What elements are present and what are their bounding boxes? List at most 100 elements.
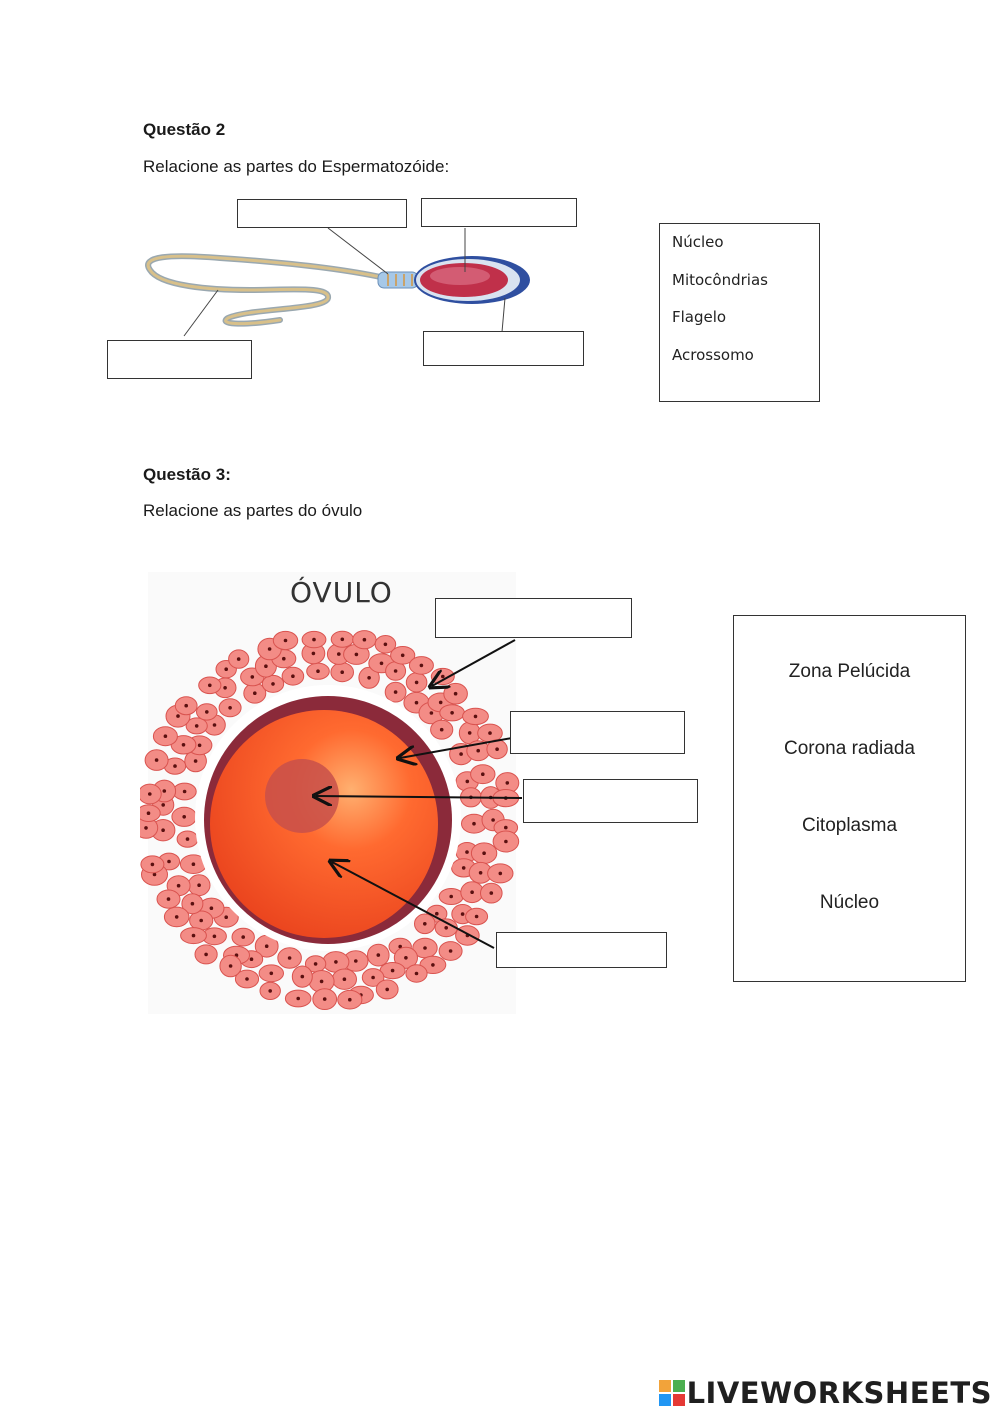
- corona-cell-nucleus: [478, 871, 483, 875]
- corona-cell-nucleus: [383, 642, 388, 647]
- corona-cell-nucleus: [473, 714, 478, 719]
- corona-cell-nucleus: [193, 759, 198, 763]
- corona-cell-nucleus: [184, 703, 188, 708]
- corona-cell-nucleus: [322, 997, 327, 1001]
- answer-box-zona[interactable]: [510, 711, 685, 754]
- corona-cell-nucleus: [460, 912, 465, 916]
- corona-cell-nucleus: [194, 724, 199, 728]
- ovum-illustration: [140, 630, 520, 1011]
- corona-cell-nucleus: [228, 706, 232, 710]
- corona-cell-nucleus: [190, 901, 195, 906]
- answer-box-flagellum[interactable]: [107, 340, 252, 379]
- q2-options-list: Núcleo Mitocôndrias Flagelo Acrossomo: [659, 223, 820, 402]
- corona-cell-nucleus: [435, 911, 439, 916]
- corona-cell-nucleus: [224, 915, 228, 919]
- corona-cell-nucleus: [287, 956, 292, 960]
- corona-cell-nucleus: [212, 723, 217, 727]
- corona-cell-nucleus: [191, 862, 196, 866]
- corona-cell-nucleus: [470, 890, 474, 894]
- corona-cell-nucleus: [385, 987, 389, 992]
- sperm-illustration: [145, 227, 530, 337]
- corona-cell-nucleus: [438, 700, 443, 705]
- corona-cell-nucleus: [448, 949, 453, 953]
- corona-cell-nucleus: [474, 914, 479, 919]
- corona-cell-nucleus: [404, 956, 408, 960]
- corona-cell-nucleus: [161, 803, 165, 807]
- corona-cell-nucleus: [505, 781, 510, 785]
- corona-cell-nucleus: [197, 743, 202, 748]
- corona-cell-nucleus: [362, 637, 367, 642]
- corona-cell-nucleus: [495, 747, 499, 751]
- corona-cell-nucleus: [489, 891, 494, 895]
- corona-cell-nucleus: [163, 734, 168, 738]
- corona-cell-nucleus: [223, 686, 227, 690]
- corona-cell-nucleus: [423, 922, 427, 926]
- corona-cell-nucleus: [376, 953, 381, 957]
- corona-cell-nucleus: [414, 700, 419, 705]
- corona-cell-nucleus: [472, 821, 476, 826]
- q2-option: Acrossomo: [672, 346, 754, 364]
- corona-cell-nucleus: [371, 975, 375, 980]
- corona-cell-nucleus: [453, 691, 458, 696]
- corona-cell-nucleus: [249, 957, 254, 961]
- answer-box-acrosome[interactable]: [423, 331, 584, 366]
- corona-cell-nucleus: [208, 683, 212, 688]
- answer-box-nucleus[interactable]: [421, 198, 577, 227]
- question-3-title: Questão 3:: [143, 465, 231, 484]
- corona-radiata-cells: [140, 630, 520, 1011]
- corona-cell-nucleus: [212, 934, 217, 939]
- corona-cell-nucleus: [161, 828, 165, 832]
- corona-cell-nucleus: [146, 811, 151, 815]
- corona-cell-nucleus: [504, 825, 508, 830]
- corona-cell-nucleus: [245, 977, 249, 981]
- corona-cell-nucleus: [167, 859, 171, 864]
- corona-cell-nucleus: [467, 731, 472, 735]
- corona-cell-nucleus: [444, 926, 449, 930]
- corona-cell-nucleus: [182, 815, 186, 819]
- corona-cell-nucleus: [340, 670, 344, 674]
- answer-box-midpiece[interactable]: [237, 199, 407, 228]
- corona-cell-nucleus: [253, 691, 257, 695]
- q3-option: Núcleo: [819, 892, 880, 913]
- corona-cell-nucleus: [152, 872, 157, 877]
- corona-cell-nucleus: [431, 963, 435, 967]
- corona-cell-nucleus: [185, 837, 190, 841]
- corona-cell-nucleus: [182, 789, 187, 794]
- corona-cell-nucleus: [191, 933, 196, 938]
- question-2-instruction: Relacione as partes do Espermatozóide:: [143, 157, 450, 176]
- q3-option: Citoplasma: [801, 815, 898, 836]
- corona-cell-nucleus: [481, 772, 485, 776]
- corona-cell-nucleus: [205, 710, 209, 714]
- corona-cell-nucleus: [465, 850, 469, 854]
- question-2-title: Questão 2: [143, 120, 226, 139]
- corona-cell-nucleus: [154, 758, 159, 762]
- corona-cell-nucleus: [176, 714, 180, 718]
- answer-box-cytoplasm[interactable]: [496, 932, 667, 968]
- corona-cell-nucleus: [236, 657, 241, 661]
- corona-cell-nucleus: [340, 637, 345, 642]
- corona-cell-nucleus: [393, 669, 398, 673]
- corona-cell-nucleus: [423, 946, 427, 950]
- q2-option: Flagelo: [672, 308, 727, 326]
- answer-box-nucleus-ovum[interactable]: [523, 779, 698, 823]
- corona-cell-nucleus: [300, 974, 305, 979]
- corona-cell-nucleus: [264, 664, 268, 668]
- corona-cell-nucleus: [419, 663, 424, 668]
- corona-cell-nucleus: [429, 711, 434, 715]
- corona-cell-nucleus: [398, 944, 403, 949]
- corona-cell-nucleus: [449, 894, 454, 899]
- corona-cell-nucleus: [271, 682, 275, 686]
- corona-cell-nucleus: [312, 637, 316, 642]
- corona-cell-nucleus: [488, 731, 492, 735]
- corona-cell-nucleus: [267, 647, 272, 651]
- corona-cell-nucleus: [367, 676, 371, 680]
- corona-cell-nucleus: [400, 653, 405, 658]
- corona-cell-nucleus: [148, 792, 152, 796]
- corona-cell-nucleus: [337, 652, 341, 656]
- corona-cell-nucleus: [209, 906, 214, 910]
- ovum-arrows: [300, 639, 523, 949]
- corona-cell-nucleus: [144, 826, 148, 830]
- answer-box-corona[interactable]: [435, 598, 632, 638]
- q3-option: Corona radiada: [784, 738, 915, 759]
- corona-cell-nucleus: [476, 748, 481, 753]
